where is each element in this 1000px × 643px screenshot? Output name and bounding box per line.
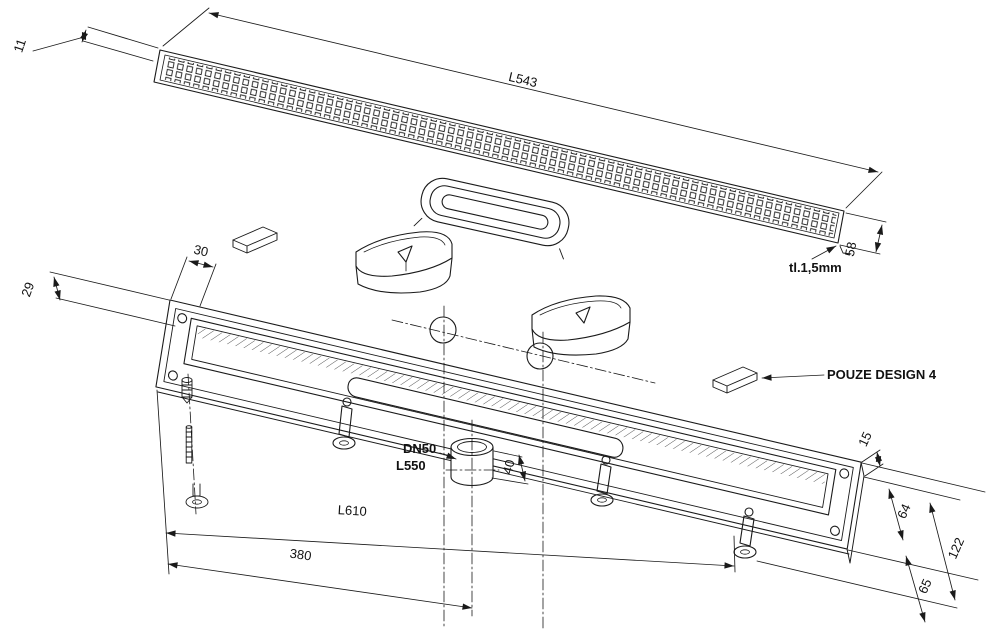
offset-29-label: 29 xyxy=(18,280,37,299)
mounting-clip-right xyxy=(712,366,758,394)
channel-body xyxy=(155,299,862,550)
edge-height-label: 15 xyxy=(855,429,875,448)
adjustable-foot-3 xyxy=(733,507,757,559)
grate-width-label: 58 xyxy=(842,241,859,258)
dimension-grate-height: 11 xyxy=(11,26,159,62)
dimension-outlet-height-40: 40 xyxy=(491,450,529,485)
dimension-offset-29: 29 xyxy=(18,271,176,327)
dimension-overall-width-122: 122 xyxy=(929,502,968,601)
grate-isometric-view xyxy=(153,49,852,255)
overall-width-label: 122 xyxy=(945,535,968,561)
outlet-labels: DN50 L550 xyxy=(396,441,457,473)
end-cap-left xyxy=(355,231,453,294)
note-sheet-thickness: tl.1,5mm xyxy=(789,245,842,275)
adjustable-foot-1 xyxy=(332,397,356,450)
knockout-discs xyxy=(429,316,554,370)
dimension-body-length-l610: L610 xyxy=(156,389,736,575)
dimension-edge-height-15: 15 xyxy=(855,429,884,477)
design-note-label: POUZE DESIGN 4 xyxy=(827,367,937,382)
sheet-thickness-label: tl.1,5mm xyxy=(789,260,842,275)
perforation-pattern xyxy=(164,57,837,237)
channel-body-depth-edges xyxy=(157,391,865,564)
foot-pad xyxy=(185,483,209,509)
grate-length-label: L543 xyxy=(507,69,539,90)
offset-30-label: 30 xyxy=(192,242,209,260)
dimension-offset-30: 30 xyxy=(170,242,217,307)
channel-length-label: L550 xyxy=(396,458,426,473)
body-length-label: L610 xyxy=(337,502,367,519)
screw-hole xyxy=(829,525,840,536)
dimension-foot-height-65: 65 xyxy=(905,555,935,623)
dimension-outlet-distance-380: 380 xyxy=(167,546,473,610)
fixing-screw xyxy=(181,377,193,404)
oval-flange-gasket xyxy=(413,177,570,260)
outlet-height-label: 40 xyxy=(500,458,518,476)
dimension-grate-length: L543 xyxy=(162,7,883,209)
dimension-flange-width-64: 64 xyxy=(888,488,914,541)
grate-height-label: 11 xyxy=(11,37,29,54)
screw-hole xyxy=(177,313,188,324)
foot-height-label: 65 xyxy=(915,577,935,596)
alignment-mark-right xyxy=(575,306,591,324)
outlet-distance-label: 380 xyxy=(289,546,313,564)
grate-end-tab xyxy=(839,245,852,255)
screw-hole xyxy=(839,468,850,479)
screw-hole xyxy=(167,370,178,381)
alignment-mark-left xyxy=(397,245,413,263)
design-note: POUZE DESIGN 4 xyxy=(761,367,937,382)
end-cap-right xyxy=(531,295,631,356)
outlet-diameter-label: DN50 xyxy=(403,441,436,456)
flange-width-label: 64 xyxy=(894,502,914,521)
grate-seat-texture xyxy=(197,327,826,485)
dimension-grate-width: 58 xyxy=(839,212,887,258)
adjustable-foot-2 xyxy=(590,455,614,507)
mounting-clip-left xyxy=(232,226,278,254)
